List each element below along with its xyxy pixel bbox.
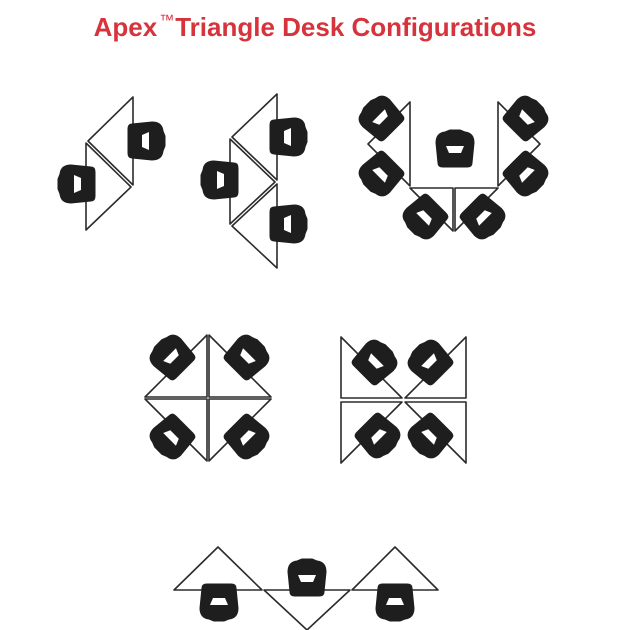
- chair: [435, 129, 475, 168]
- chair: [375, 583, 415, 622]
- configuration-bowtie: [340, 334, 467, 464]
- configuration-diamond: [144, 329, 275, 465]
- chair: [57, 164, 96, 204]
- chair: [199, 583, 239, 622]
- chair: [269, 204, 308, 244]
- chair: [269, 117, 308, 157]
- title-brand: Apex: [93, 12, 158, 42]
- title-rest: Triangle Desk Configurations: [175, 12, 537, 42]
- configuration-three-desks: [200, 93, 308, 269]
- chair: [287, 558, 327, 597]
- chair: [127, 121, 166, 161]
- configuration-two-desks: [57, 96, 166, 231]
- configuration-u-shape: [353, 90, 554, 245]
- trademark-symbol: ™: [159, 12, 175, 29]
- chair: [200, 160, 239, 200]
- configuration-zigzag: [173, 546, 439, 630]
